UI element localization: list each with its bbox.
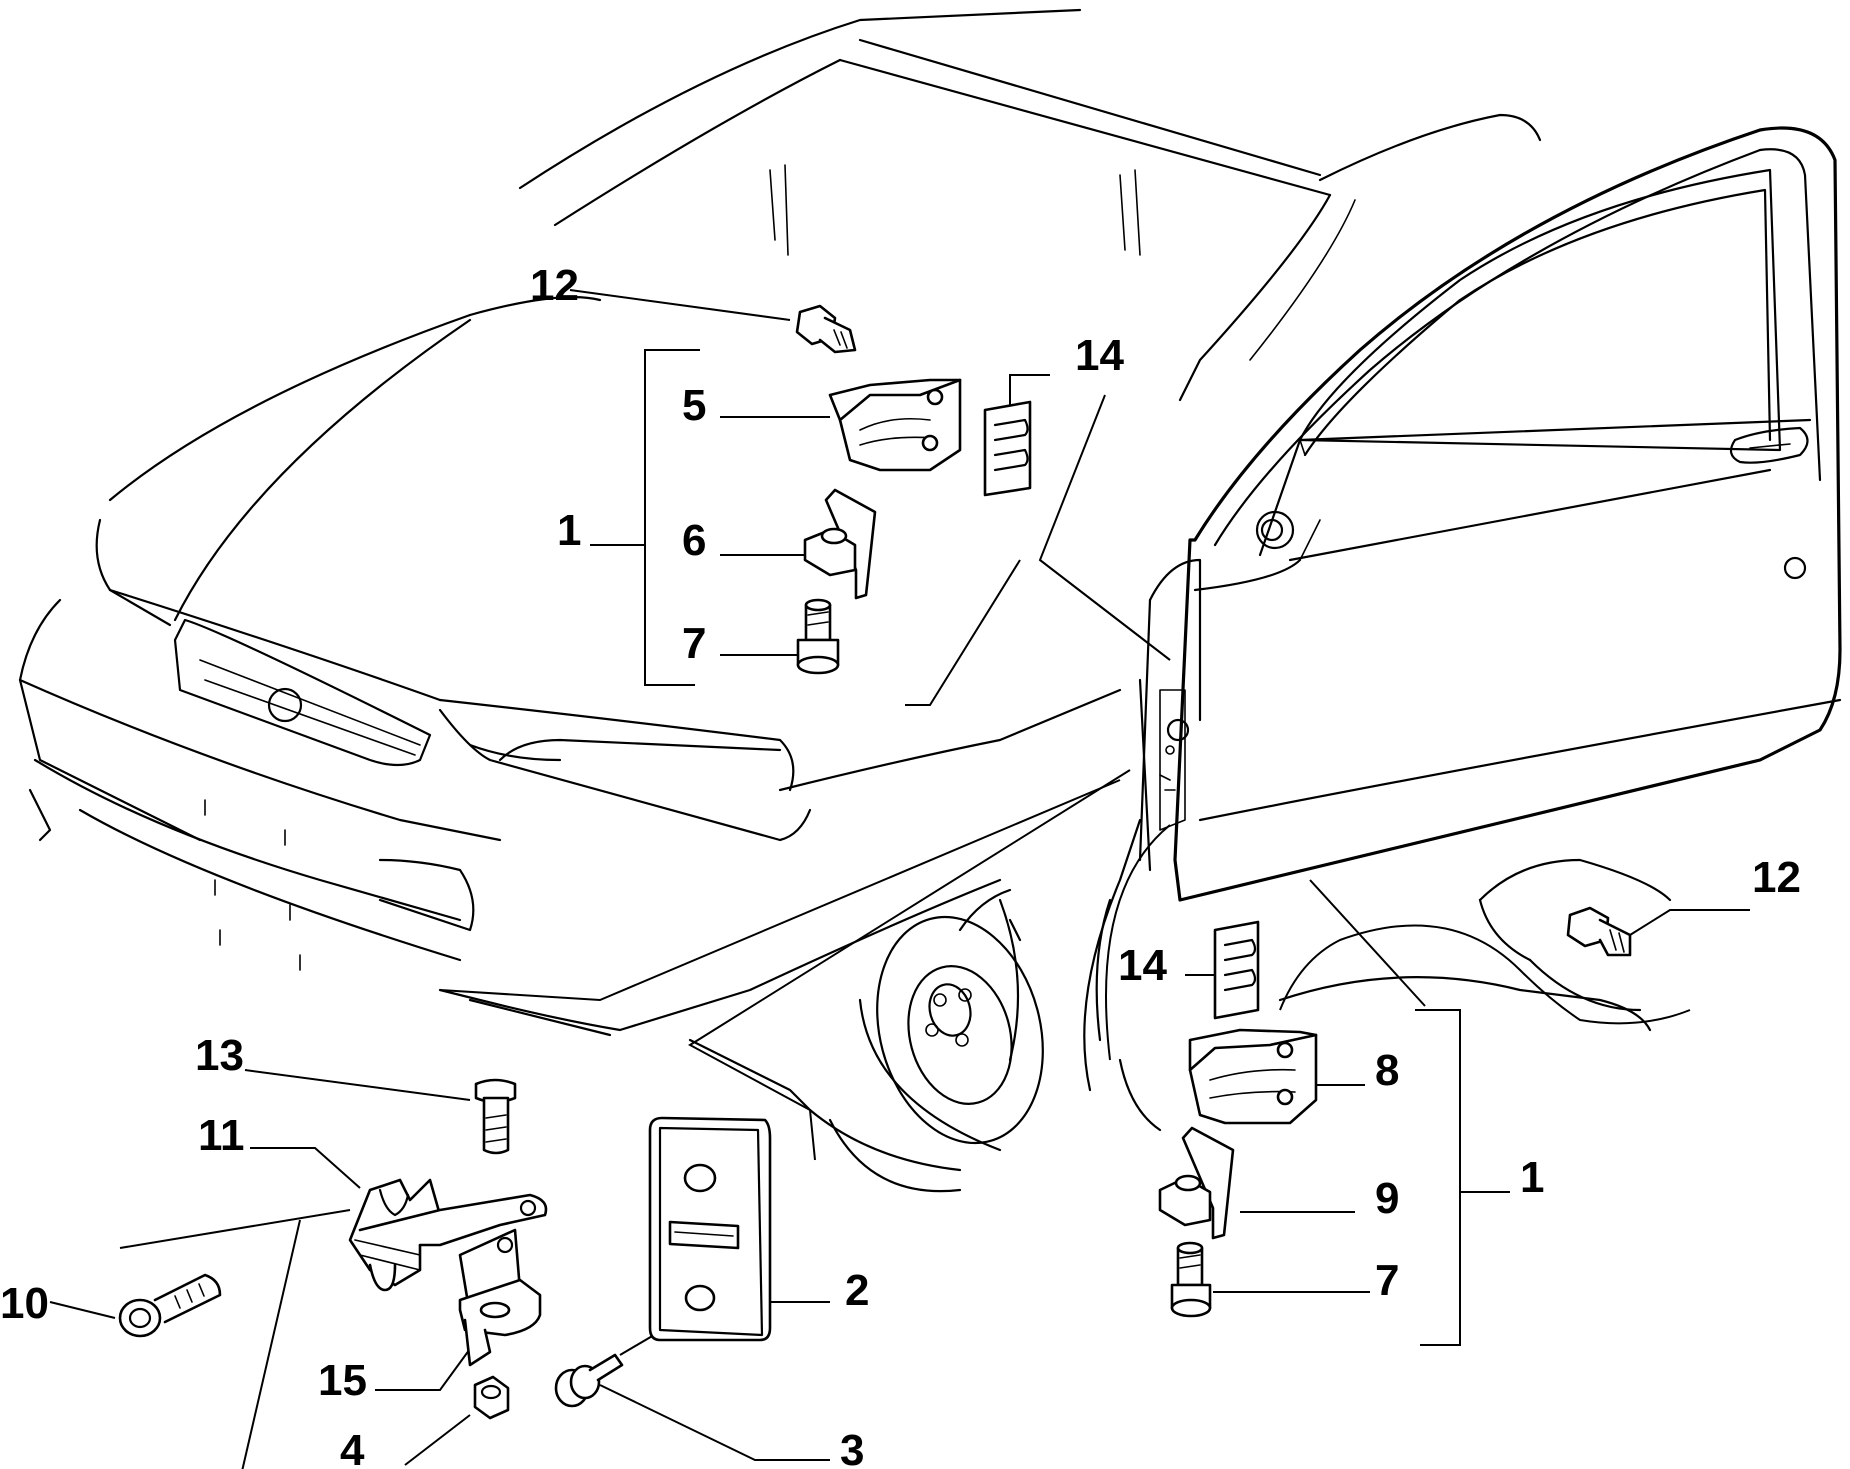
front-door — [1173, 126, 1842, 902]
shim-14-lower — [1185, 920, 1260, 1020]
callout-15: 15 — [318, 1356, 367, 1405]
bracket-15 — [375, 1228, 542, 1391]
callout-13: 13 — [195, 1031, 244, 1080]
callout-6: 6 — [682, 516, 706, 565]
screw-7-upper — [720, 598, 840, 675]
hinge-plate-part-6 — [720, 488, 877, 600]
callout-7-lower: 7 — [1375, 1256, 1399, 1305]
callout-3: 3 — [840, 1426, 864, 1469]
callout-8: 8 — [1375, 1046, 1399, 1095]
bracket-1-upper — [590, 349, 700, 686]
callout-5: 5 — [682, 381, 706, 430]
callout-labels: 12 5 1 6 7 14 12 14 8 1 9 7 13 11 10 15 … — [0, 261, 1801, 1469]
hinge-plate-part-9 — [1158, 1126, 1355, 1240]
door-check-11 — [250, 1147, 548, 1292]
bolt-12-lower — [1566, 906, 1750, 957]
callout-9: 9 — [1375, 1174, 1399, 1223]
leader-lines — [119, 394, 1691, 1469]
pin-13 — [244, 1069, 517, 1155]
car-body-outline — [18, 8, 1672, 1193]
nut-4 — [404, 1375, 510, 1466]
shim-14-upper — [983, 374, 1050, 497]
hinge-lower-part-8 — [1188, 1028, 1365, 1125]
screw-7-lower — [1170, 1241, 1370, 1318]
callout-14-lower: 14 — [1118, 941, 1167, 990]
screw-10 — [49, 1273, 222, 1338]
callout-10: 10 — [0, 1279, 49, 1328]
callout-12-lower: 12 — [1752, 853, 1801, 902]
callout-1-upper: 1 — [557, 506, 581, 555]
callout-14-upper: 14 — [1075, 331, 1124, 380]
callout-2: 2 — [845, 1266, 869, 1315]
bracket-1-lower — [1415, 1009, 1510, 1346]
callout-11: 11 — [198, 1111, 245, 1160]
callout-12-upper: 12 — [530, 261, 579, 310]
screw-3 — [554, 1304, 830, 1461]
bolt-12-upper — [569, 289, 857, 354]
hinge-upper-part-5 — [720, 378, 962, 472]
callout-7-upper: 7 — [682, 619, 706, 668]
callout-1-lower: 1 — [1520, 1153, 1544, 1202]
striker-plate-2 — [648, 1116, 830, 1342]
callout-4: 4 — [340, 1426, 365, 1469]
